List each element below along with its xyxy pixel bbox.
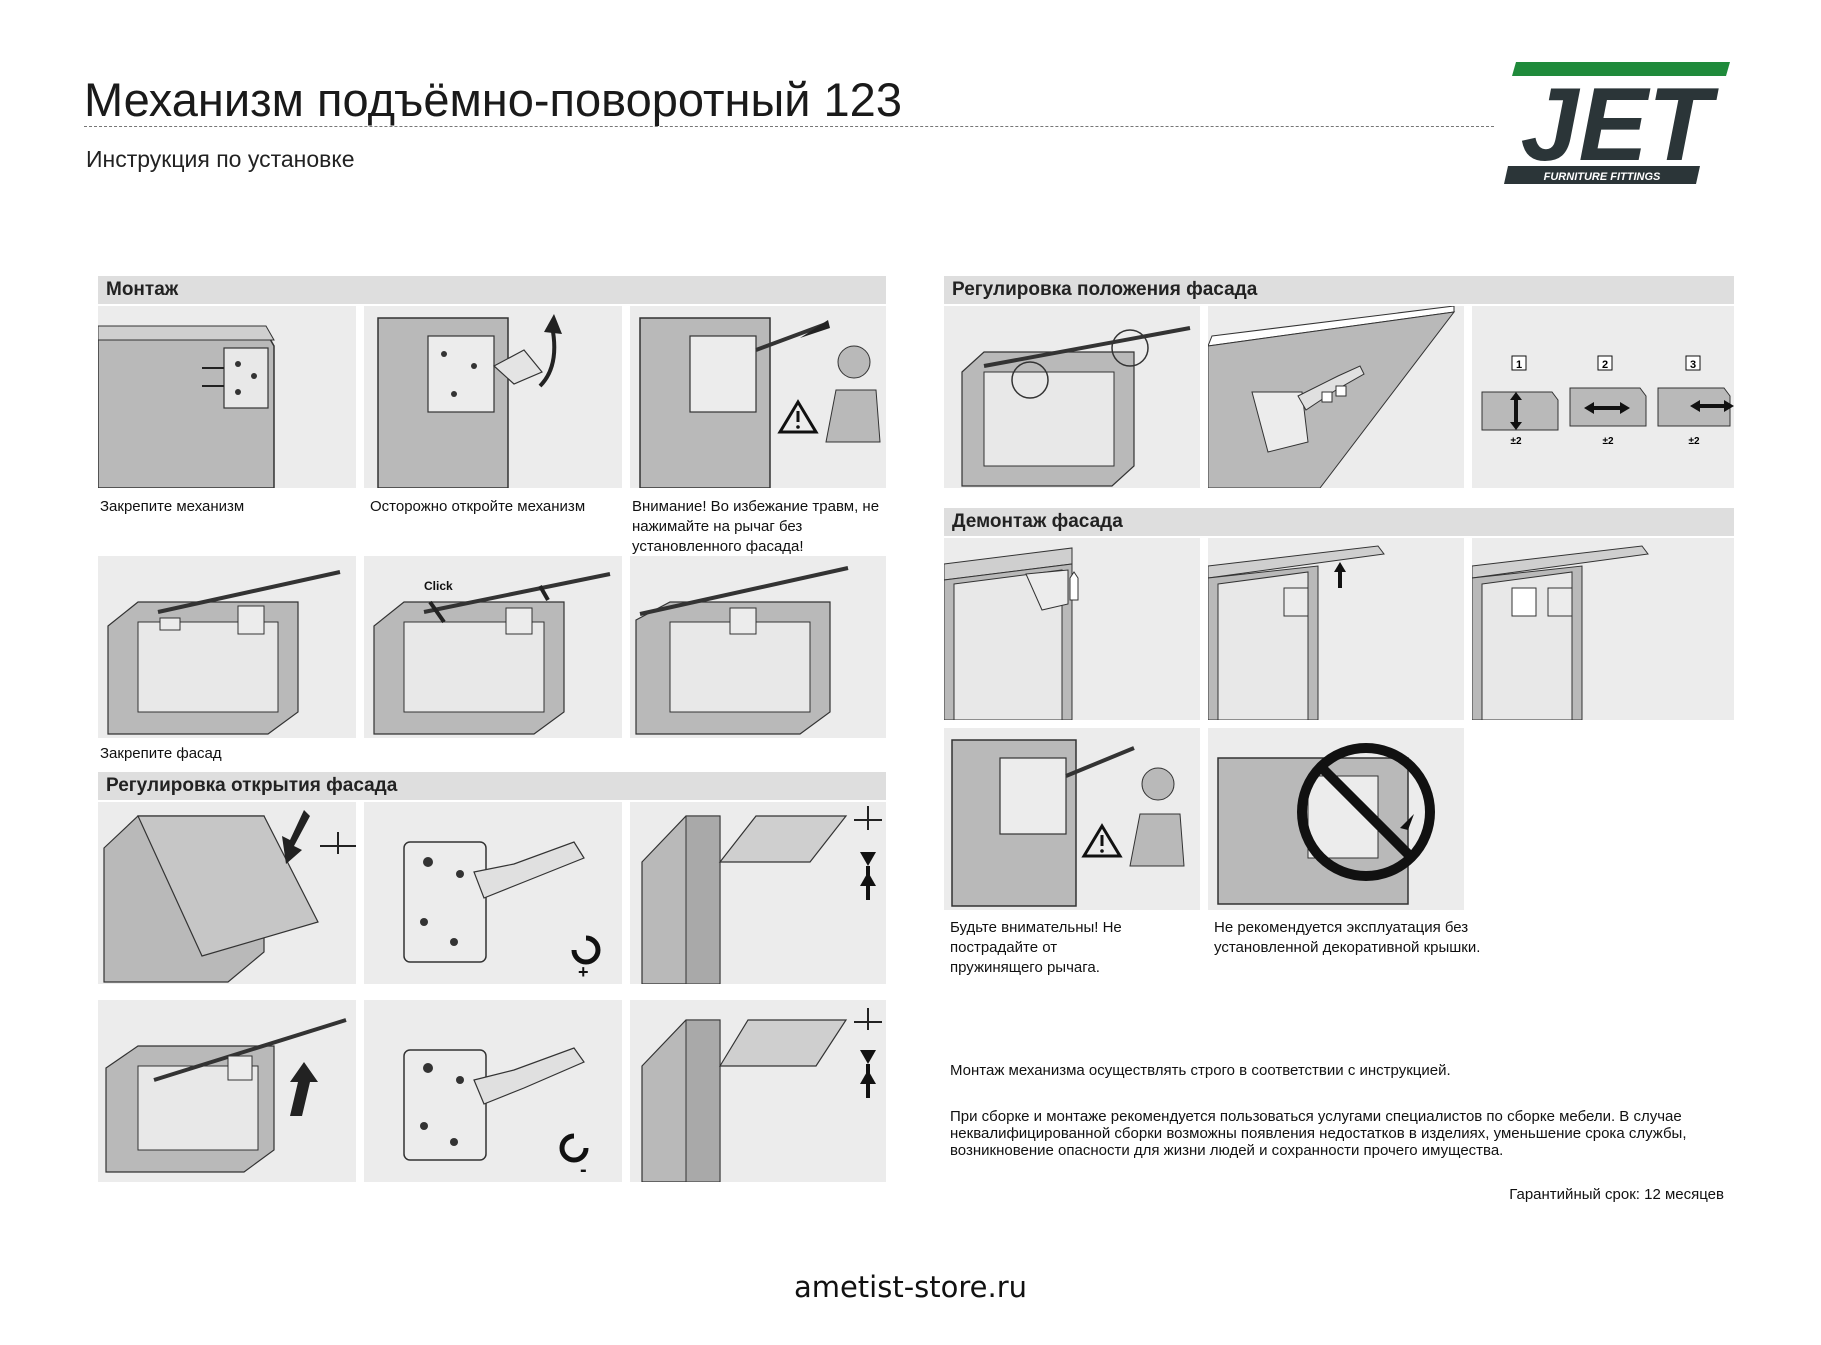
panel-position-2 <box>1208 306 1464 488</box>
caption-warning: Внимание! Во избежание травм, не нажимай… <box>632 498 880 555</box>
panel-opening-4 <box>98 1000 356 1182</box>
tolerance-3: ±2 <box>1688 436 1699 447</box>
panel-position-steps: 1 2 3 ±2 ±2 ±2 <box>1472 306 1734 488</box>
panel-fix-mechanism <box>98 306 356 488</box>
logo-green-bar <box>1512 62 1730 76</box>
panel-fix-facade-3 <box>630 556 886 738</box>
note-specialists: При сборке и монтаже рекомендуется польз… <box>950 1108 1687 1159</box>
caption-be-careful: Будьте внимательны! Не пострадайте от пр… <box>950 919 1122 976</box>
panel-opening-5: - <box>364 1000 622 1182</box>
panel-open-mechanism <box>364 306 622 488</box>
panel-fix-facade-click: Click <box>364 556 622 738</box>
page-subtitle: Инструкция по установке <box>86 146 355 172</box>
logo-tagline: FURNITURE FITTINGS <box>1544 171 1661 183</box>
section-header-montage: Монтаж <box>98 276 886 304</box>
panel-opening-1 <box>98 802 356 984</box>
panel-dismount-careful <box>944 728 1200 910</box>
panel-opening-6 <box>630 1000 886 1182</box>
section-header-position: Регулировка положения фасада <box>944 276 1734 304</box>
panel-position-1 <box>944 306 1200 488</box>
panel-opening-3 <box>630 802 886 984</box>
step-2-label: 2 <box>1602 359 1608 371</box>
footer-site: ametist-store.ru <box>793 1270 1028 1304</box>
panel-opening-2: + <box>364 802 622 984</box>
section-header-opening: Регулировка открытия фасада <box>98 772 886 800</box>
caption-fix-facade: Закрепите фасад <box>100 745 222 762</box>
panel-dismount-2 <box>1208 538 1464 720</box>
caption-open-carefully: Осторожно откройте механизм <box>370 498 586 515</box>
brand-logo: JET FURNITURE FITTINGS <box>1500 60 1732 190</box>
logo-tagline-bar <box>1504 166 1700 184</box>
step-3-label: 3 <box>1690 359 1696 371</box>
section-header-dismount: Демонтаж фасада <box>944 508 1734 536</box>
panel-dismount-1 <box>944 538 1200 720</box>
page-title: Механизм подъёмно-поворотный 123 <box>84 73 902 126</box>
svg-text:-: - <box>580 1159 587 1181</box>
svg-text:+: + <box>578 962 589 982</box>
title-divider <box>84 126 1494 127</box>
click-label: Click <box>424 579 453 593</box>
caption-fix-mechanism: Закрепите механизм <box>100 498 245 515</box>
caption-no-cover: Не рекомендуется эксплуатация без устано… <box>1214 919 1481 956</box>
panel-warning-lever <box>630 306 886 488</box>
panel-dismount-3 <box>1472 538 1734 720</box>
logo-text: JET <box>1521 67 1719 183</box>
tolerance-1: ±2 <box>1510 436 1521 447</box>
note-warranty: Гарантийный срок: 12 месяцев <box>1509 1186 1724 1203</box>
panel-fix-facade-1 <box>98 556 356 738</box>
step-1-label: 1 <box>1516 359 1522 371</box>
note-instruction: Монтаж механизма осуществлять строго в с… <box>950 1062 1451 1079</box>
panel-dismount-nocover <box>1208 728 1464 910</box>
tolerance-2: ±2 <box>1602 436 1613 447</box>
